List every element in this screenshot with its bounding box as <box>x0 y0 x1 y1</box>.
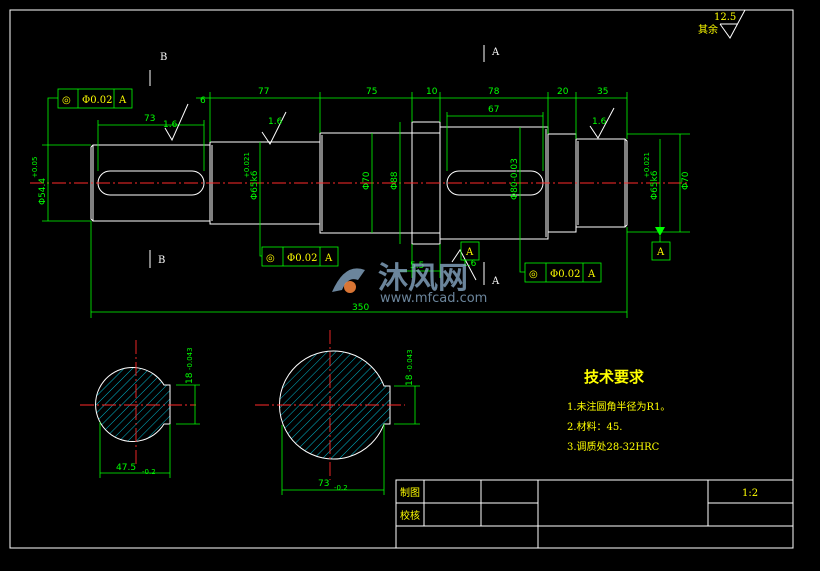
title-scale: 1:2 <box>742 488 758 499</box>
notes-item-3: 3.调质处28-32HRC <box>567 441 660 453</box>
tol-val-2: Φ0.02 <box>287 253 317 264</box>
dim-73: 73 <box>144 114 155 124</box>
tol-ref-3: A <box>587 269 596 280</box>
tol-ref-2: A <box>324 253 333 264</box>
section-a-key-tol: -0.043 <box>406 349 414 372</box>
roughness-mark-2: 1.6 <box>268 117 283 127</box>
section-a-width-tol: -0.2 <box>334 484 348 492</box>
section-mark-b-top: B <box>160 52 167 63</box>
watermark-logo-icon <box>332 268 365 292</box>
roughness-marks <box>164 103 615 281</box>
tolerance-frame-1: ◎ Φ0.02 A <box>47 88 133 145</box>
roughness-mark-1: 1.6 <box>163 120 178 130</box>
dim-75: 75 <box>366 87 377 97</box>
section-b-b <box>80 340 200 478</box>
top-dimensions <box>97 92 628 171</box>
watermark-brand: 沐风网 <box>378 261 468 296</box>
notes-title: 技术要求 <box>584 368 645 386</box>
dia-70-b: Φ70 <box>681 171 691 190</box>
dia-journal-1: Φ65k6 <box>250 170 260 200</box>
tol-val-3: Φ0.02 <box>550 269 580 280</box>
roughness-label: 其余 <box>698 23 718 36</box>
section-a-width: 73 <box>318 479 329 489</box>
tolerance-frame-2: ◎ Φ0.02 A <box>259 224 339 267</box>
total-length-dimension <box>90 221 628 318</box>
tol-sym-2: ◎ <box>266 253 275 264</box>
notes-item-2: 2.材料：45. <box>567 420 622 433</box>
section-a-key: 18 <box>405 374 415 386</box>
section-b-key-tol: -0.043 <box>186 347 194 370</box>
dim-5-5: 5.5 <box>410 261 424 271</box>
datum-a-right: A <box>651 227 671 261</box>
datum-a-bottom: A <box>460 241 480 261</box>
notes-item-1: 1.未注圆角半径为R1。 <box>567 400 670 413</box>
dim-20: 20 <box>557 87 569 97</box>
dia-left: Φ54.4 <box>38 178 48 205</box>
dim-6: 6 <box>200 96 206 106</box>
dia-70-a: Φ70 <box>362 171 372 190</box>
dia-gear-seat: Φ80-0.03 <box>510 158 520 200</box>
tol-val-1: Φ0.02 <box>82 95 112 106</box>
section-mark-a-top: A <box>491 47 500 58</box>
section-mark-a-bottom: A <box>491 276 500 287</box>
tol-ref-1: A <box>118 95 127 106</box>
tol-sym-1: ◎ <box>62 95 71 106</box>
tol-sym-3: ◎ <box>529 269 538 280</box>
dia-journal-2: Φ65k6 <box>650 170 660 200</box>
roughness-symbol-general: 12.5 其余 <box>698 9 746 39</box>
dim-total: 350 <box>352 303 369 313</box>
title-block <box>395 479 794 549</box>
datum-bottom-label: A <box>465 247 474 258</box>
roughness-value: 12.5 <box>714 12 736 23</box>
section-b-width: 47.5 <box>116 463 136 473</box>
title-drawn: 制图 <box>400 486 420 499</box>
dim-78: 78 <box>488 87 500 97</box>
dim-67: 67 <box>488 105 499 115</box>
section-a-a <box>255 330 420 495</box>
tolerance-frame-3: ◎ Φ0.02 A <box>519 239 602 283</box>
dia-88: Φ88 <box>390 171 400 190</box>
dim-5-5-group <box>400 244 441 278</box>
watermark-url: www.mfcad.com <box>380 291 487 306</box>
roughness-mark-4: 1.6 <box>462 259 477 269</box>
section-b-width-tol: -0.2 <box>142 468 156 476</box>
roughness-mark-3: 1.6 <box>592 117 607 127</box>
dim-35: 35 <box>597 87 608 97</box>
section-b-key: 18 <box>185 372 195 384</box>
watermark: 沐风网 www.mfcad.com <box>332 261 487 306</box>
section-mark-b-bottom: B <box>158 255 165 266</box>
dia-left-tol: +0.05 <box>31 157 39 178</box>
dim-10: 10 <box>426 87 438 97</box>
dim-77: 77 <box>258 87 269 97</box>
dia-journal-2-tol: +0.021 <box>643 152 651 178</box>
title-checked: 校核 <box>400 509 420 522</box>
diameter-dimensions <box>42 122 690 244</box>
datum-right-label: A <box>656 247 665 258</box>
dia-journal-1-tol: +0.021 <box>243 152 251 178</box>
